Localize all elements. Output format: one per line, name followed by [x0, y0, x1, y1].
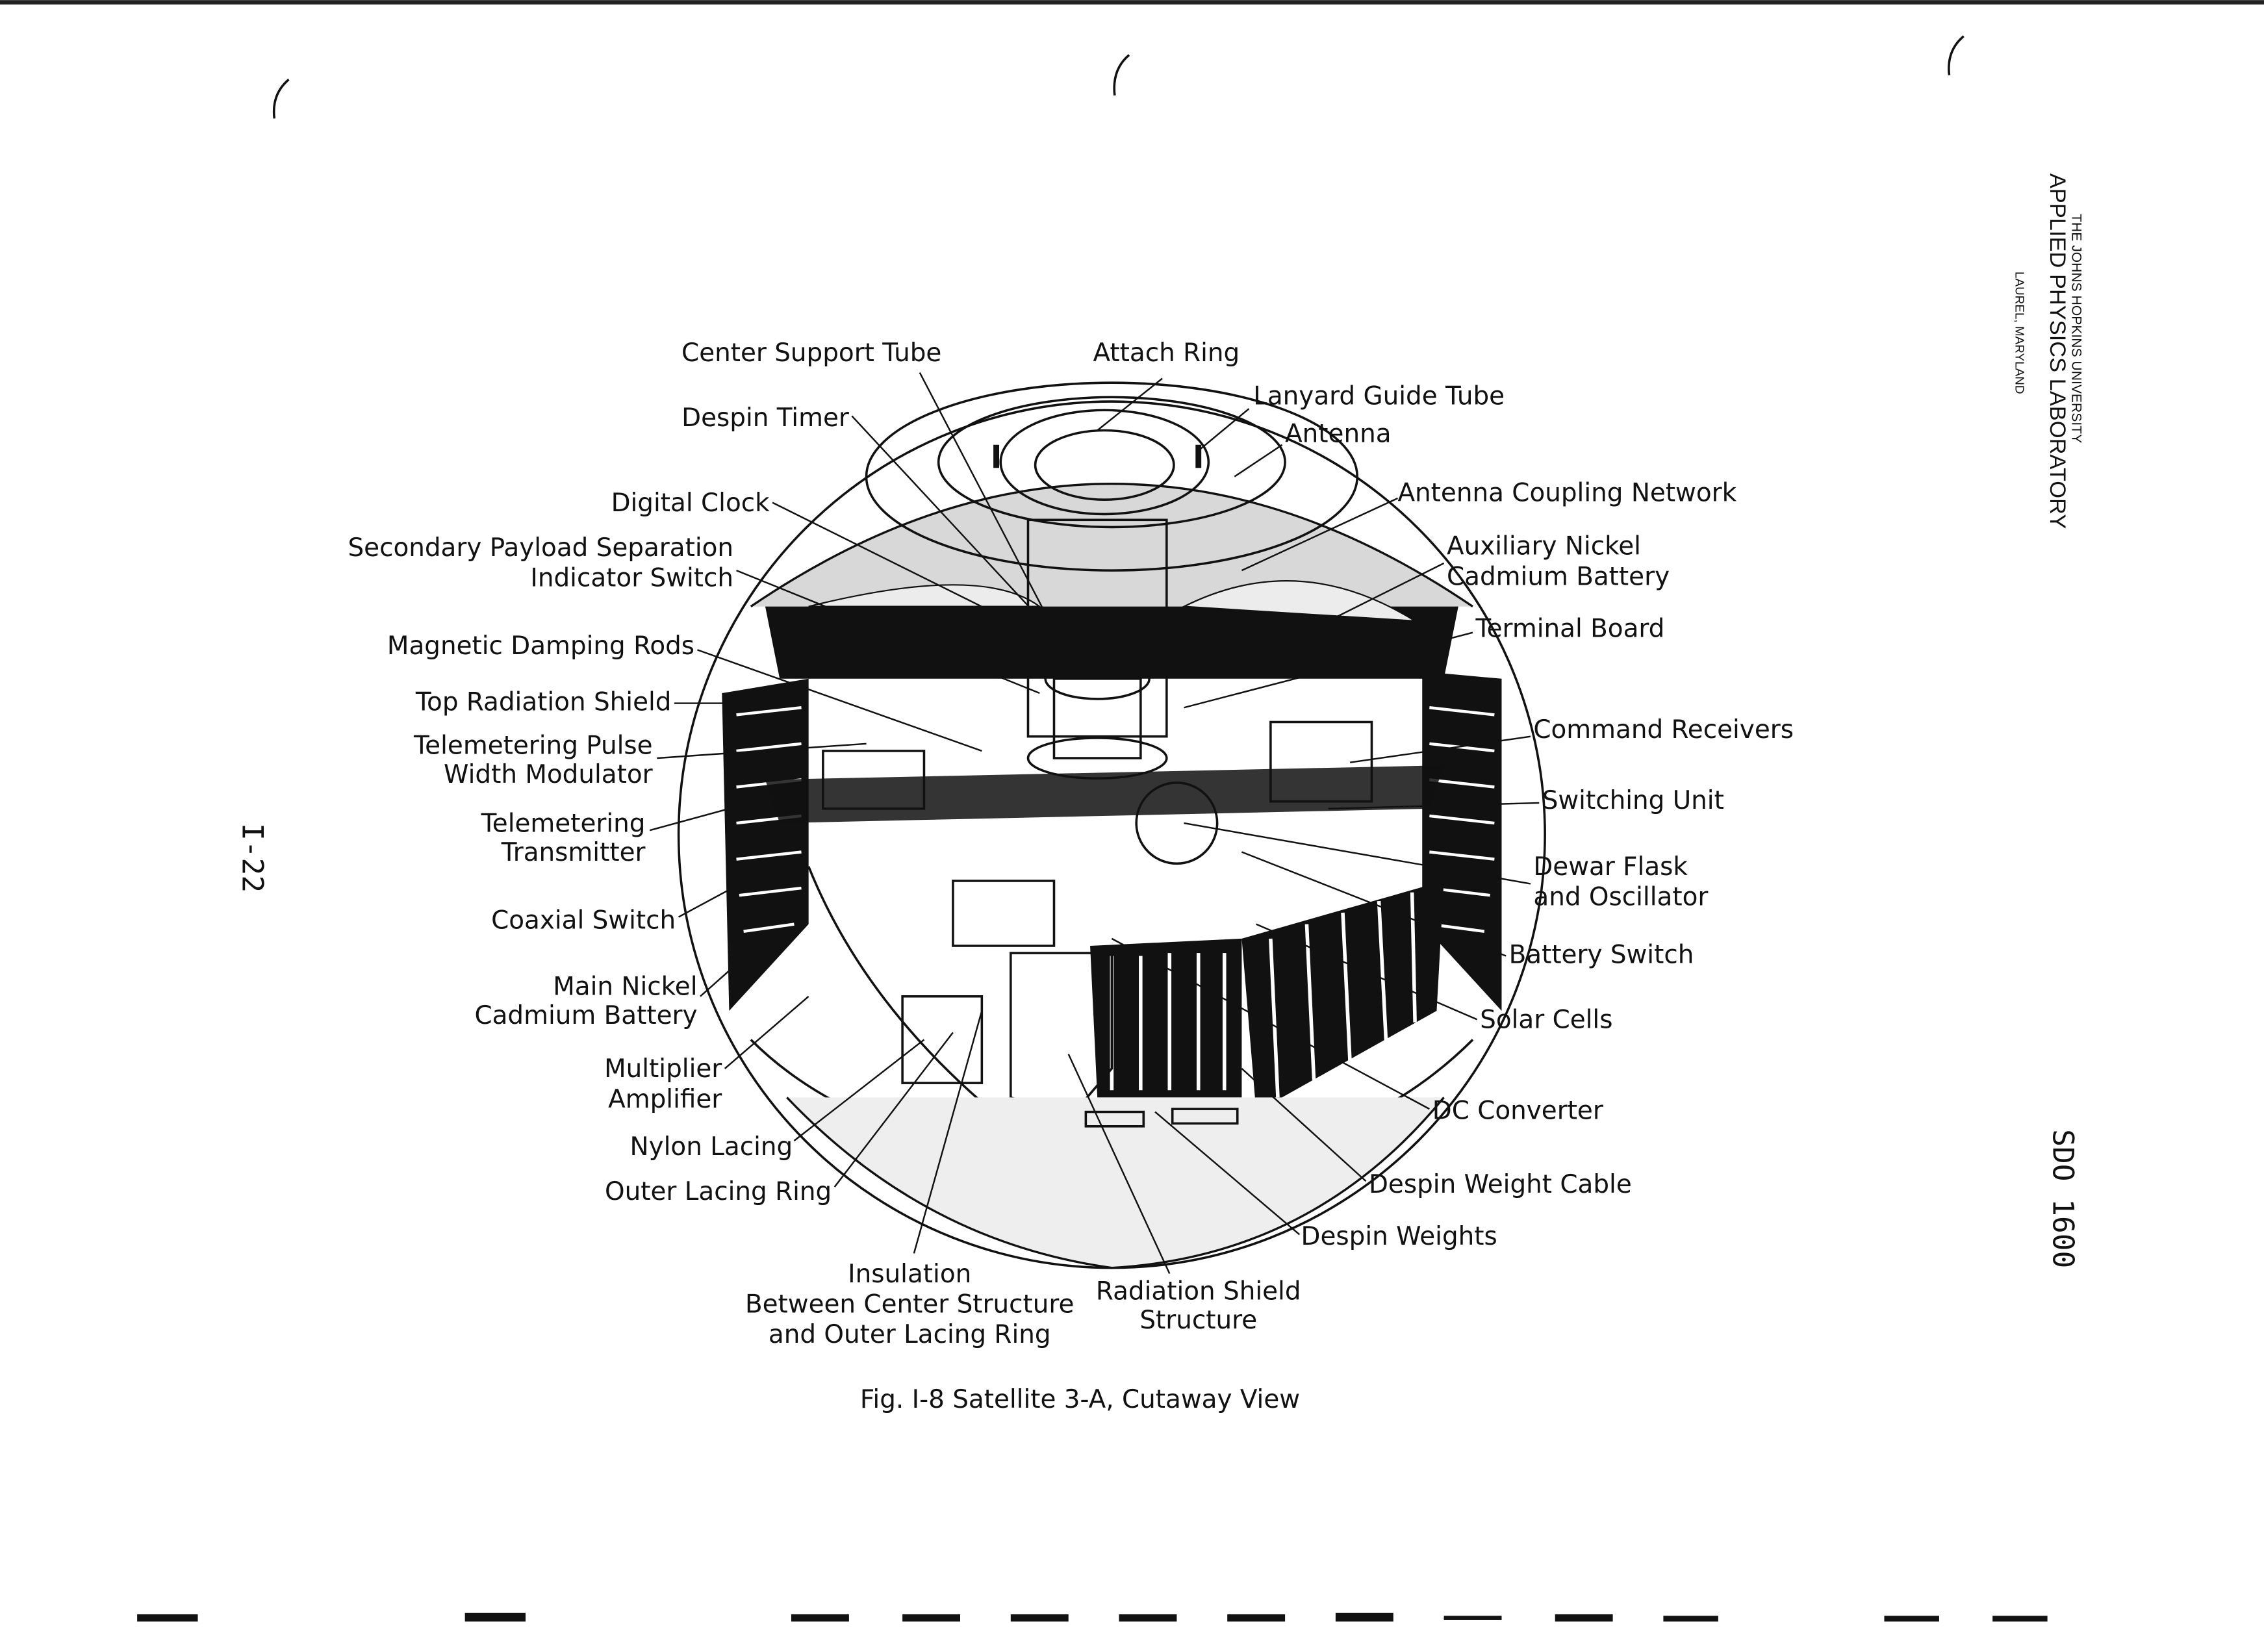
punch-hole-marks: [272, 35, 1965, 119]
label-telemetering-tx-line1: Telemetering: [481, 809, 646, 838]
callout-labels: Center Support Tube Attach Ring Lanyard …: [348, 338, 1793, 1349]
label-despin-weight-cable: Despin Weight Cable: [1369, 1170, 1632, 1199]
label-magnetic-damping-rods: Magnetic Damping Rods: [387, 631, 694, 661]
label-insulation-line3: and Outer Lacing Ring: [769, 1320, 1051, 1349]
label-multiplier-line1: Multiplier: [604, 1054, 722, 1084]
satellite-cutaway-illustration: [677, 381, 1546, 1269]
label-main-battery-line2: Cadmium Battery: [474, 1001, 697, 1030]
header-university: THE JOHNS HOPKINS UNIVERSITY: [2068, 214, 2083, 443]
label-pwm-line1: Telemetering Pulse: [413, 731, 653, 760]
label-radiation-shield-line1: Radiation Shield: [1096, 1277, 1301, 1306]
label-switching-unit: Switching Unit: [1542, 786, 1724, 815]
header-lab: APPLIED PHYSICS LABORATORY: [2045, 173, 2070, 529]
label-top-radiation-shield: Top Radiation Shield: [415, 688, 672, 717]
label-dewar-line1: Dewar Flask: [1533, 852, 1688, 882]
label-telemetering-tx-line2: Transmitter: [501, 838, 646, 867]
institution-header: APPLIED PHYSICS LABORATORY THE JOHNS HOP…: [2013, 173, 2084, 529]
label-insulation-line1: Insulation: [848, 1260, 971, 1289]
label-multiplier-line2: Amplifier: [608, 1085, 722, 1114]
label-antenna-coupling-network: Antenna Coupling Network: [1397, 478, 1736, 507]
scan-bottom-marks: [137, 1612, 2048, 1622]
label-battery-switch: Battery Switch: [1509, 941, 1694, 970]
label-pwm-line2: Width Modulator: [444, 760, 653, 789]
document-id: SDO 1600: [2046, 1129, 2080, 1268]
label-aux-battery-line2: Cadmium Battery: [1447, 562, 1670, 591]
scan-top-edge: [0, 0, 2264, 5]
label-outer-lacing-ring: Outer Lacing Ring: [605, 1177, 832, 1206]
label-center-support-tube: Center Support Tube: [681, 338, 941, 368]
label-digital-clock: Digital Clock: [611, 489, 770, 518]
label-dc-converter: DC Converter: [1432, 1097, 1603, 1126]
page-number: I-22: [235, 823, 268, 893]
label-insulation-line2: Between Center Structure: [745, 1290, 1075, 1319]
label-main-battery-line1: Main Nickel: [553, 972, 697, 1002]
label-secondary-payload-line2: Indicator Switch: [530, 564, 733, 593]
label-solar-cells: Solar Cells: [1480, 1006, 1612, 1035]
header-location: LAUREL, MARYLAND: [2013, 272, 2026, 394]
leader-lines: [649, 372, 1540, 1275]
label-radiation-shield-line2: Structure: [1139, 1306, 1257, 1335]
label-command-receivers: Command Receivers: [1533, 715, 1794, 744]
label-despin-timer: Despin Timer: [681, 403, 849, 433]
label-antenna: Antenna: [1285, 419, 1392, 448]
label-lanyard-guide-tube: Lanyard Guide Tube: [1253, 382, 1505, 411]
label-attach-ring: Attach Ring: [1093, 338, 1240, 368]
label-secondary-payload-line1: Secondary Payload Separation: [348, 533, 733, 563]
label-dewar-line2: and Oscillator: [1533, 883, 1708, 912]
figure-caption: Fig. I-8 Satellite 3-A, Cutaway View: [860, 1385, 1300, 1414]
label-despin-weights: Despin Weights: [1301, 1222, 1497, 1251]
label-nylon-lacing: Nylon Lacing: [630, 1132, 793, 1162]
label-terminal-board: Terminal Board: [1475, 614, 1664, 643]
label-aux-battery-line1: Auxiliary Nickel: [1447, 532, 1641, 561]
label-coaxial-switch: Coaxial Switch: [491, 906, 676, 935]
